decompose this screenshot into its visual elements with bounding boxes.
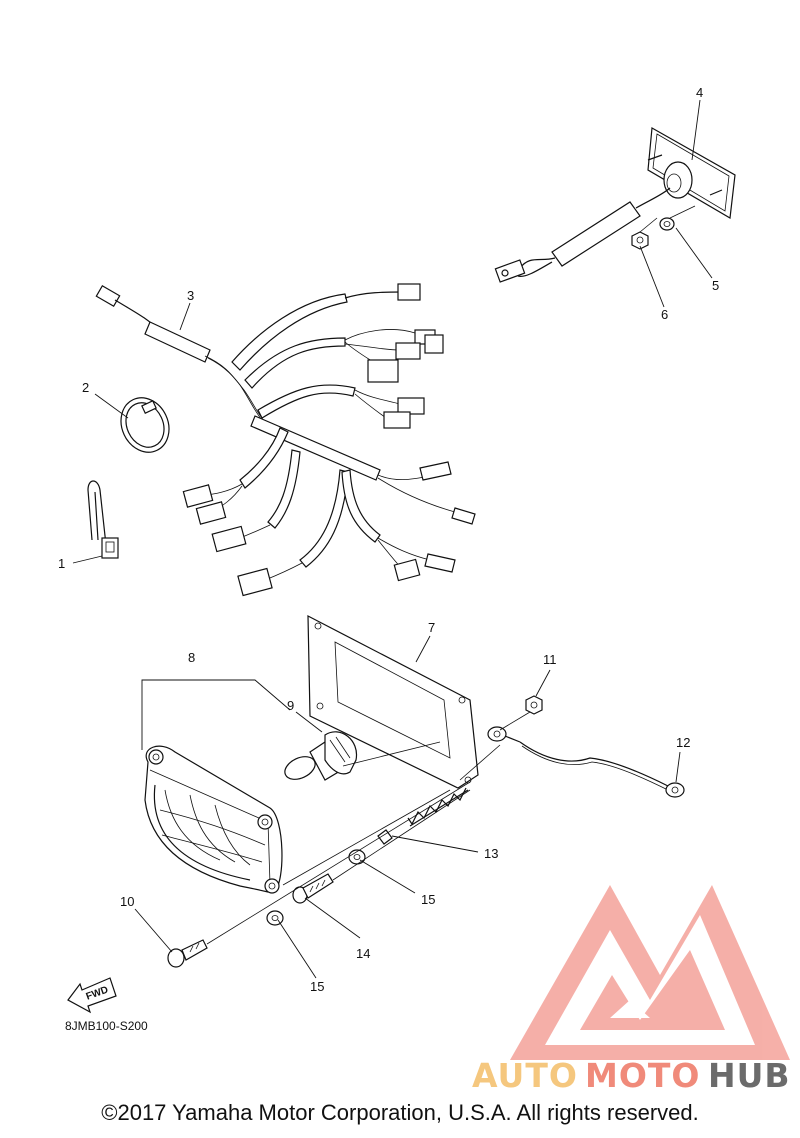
part-2-band [120,397,170,453]
part-1-clamp [87,480,119,559]
logo-word-auto: AUTO [472,1056,578,1095]
callout-5: 5 [712,278,719,293]
callout-labels: 1 2 3 4 5 6 7 8 9 10 11 12 13 14 15 15 [58,85,719,994]
logo-word-hub: HUB [708,1056,791,1095]
callout-4: 4 [696,85,703,100]
part-13-clip [377,829,393,845]
part-4-switch-assembly [494,127,736,283]
callout-14: 14 [356,946,370,961]
callout-2: 2 [82,380,89,395]
part-13-spring [407,787,469,827]
part-15-collar-lower [266,910,284,926]
callout-13: 13 [484,846,498,861]
part-9-bulb [284,731,358,781]
part-3-wire-harness [95,283,476,597]
callout-15-upper: 15 [421,892,435,907]
fwd-arrow-icon: FWD [67,977,117,1014]
logo-wordmark: AUTO MOTO HUB [472,1056,791,1095]
callout-12: 12 [676,735,690,750]
part-14-screw [292,873,334,904]
automotohub-logo [510,885,790,1060]
callout-1: 1 [58,556,65,571]
part-5-washer [659,217,675,231]
assembly-guide-lines [206,205,696,945]
part-8-headlight [144,745,283,894]
callout-10: 10 [120,894,134,909]
copyright-notice: ©2017 Yamaha Motor Corporation, U.S.A. A… [101,1100,699,1125]
callout-3: 3 [187,288,194,303]
callout-6: 6 [661,307,668,322]
part-11-nut [525,695,543,715]
callout-7: 7 [428,620,435,635]
logo-word-moto: MOTO [585,1056,700,1095]
callout-11: 11 [543,652,557,667]
part-12-ground-lead [487,726,685,798]
callout-9: 9 [287,698,294,713]
callout-15-lower: 15 [310,979,324,994]
part-10-bolt [167,939,208,968]
callout-8: 8 [188,650,195,665]
leader-lines [72,99,713,979]
diagram-code: 8JMB100-S200 [65,1019,148,1033]
